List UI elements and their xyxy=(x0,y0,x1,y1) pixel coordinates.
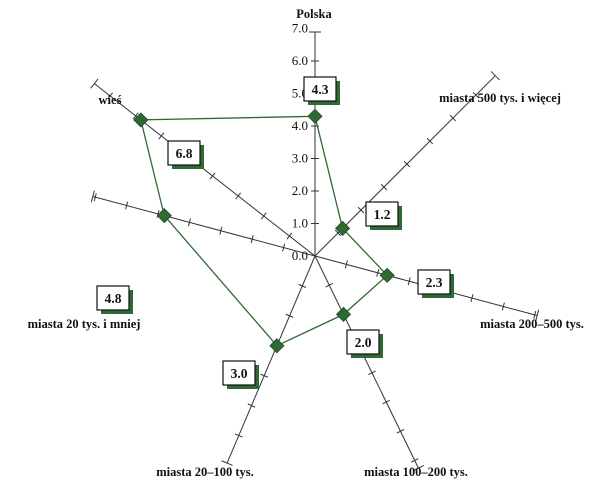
axis-tick xyxy=(234,433,243,438)
axis-tick xyxy=(426,137,434,145)
axis-tick xyxy=(260,373,269,378)
axis-tick xyxy=(449,114,457,122)
value-label-box xyxy=(96,285,130,311)
tick-label: 2.0 xyxy=(292,183,308,198)
data-point-marker xyxy=(269,338,285,354)
axis-tick xyxy=(472,91,480,99)
axis-end-cap xyxy=(221,460,233,466)
axis-tick xyxy=(407,277,411,286)
axis-tick xyxy=(376,268,380,277)
category-label: miasta 20–100 tys. xyxy=(156,465,254,479)
value-label-text: 4.8 xyxy=(105,291,122,306)
axis-tick xyxy=(282,243,286,252)
axis-line xyxy=(226,255,316,464)
axis-tick xyxy=(382,399,391,405)
axis-tick xyxy=(501,302,505,311)
category-label: Polska xyxy=(296,7,332,21)
category-label: miasta 100–200 tys. xyxy=(364,465,468,479)
value-label-text: 1.2 xyxy=(374,207,391,222)
axis-tick xyxy=(368,370,376,376)
axis-tick xyxy=(298,283,307,288)
axis-tick xyxy=(132,112,139,120)
value-label: 4.3 xyxy=(303,76,340,105)
axis-tick xyxy=(470,294,474,303)
axis-tick xyxy=(286,232,293,240)
value-label: 2.3 xyxy=(417,269,454,298)
axis-tick xyxy=(410,458,419,463)
axis-tick xyxy=(158,132,165,140)
axis-line xyxy=(92,195,316,257)
value-label-text: 2.3 xyxy=(426,275,443,290)
tick-label: 7.0 xyxy=(292,21,308,36)
data-point-marker xyxy=(307,108,323,124)
axis-tick xyxy=(125,201,129,210)
value-label-text: 6.8 xyxy=(176,146,193,161)
data-polygon-layer xyxy=(139,115,389,347)
category-label: miasta 200–500 tys. xyxy=(480,317,584,331)
axis-line xyxy=(314,255,419,469)
axis-tick xyxy=(403,160,411,168)
value-label-box xyxy=(346,329,380,355)
axis-end-cap xyxy=(490,71,500,81)
tick-label: 0.0 xyxy=(292,248,308,263)
axis-tick xyxy=(260,212,267,220)
axis-end-cap xyxy=(412,465,425,472)
axis-tick xyxy=(219,226,223,235)
value-label-box xyxy=(222,360,256,386)
value-label-box xyxy=(417,269,451,295)
axis-tick xyxy=(396,429,405,434)
axis-tick xyxy=(380,183,388,191)
tick-labels: 0.01.02.03.04.05.06.07.0 xyxy=(292,21,308,264)
value-labels: 4.3 1.2 2.3 2.0 3.0 4.8 6.8 xyxy=(96,76,454,389)
value-label-text: 3.0 xyxy=(231,366,248,381)
tick-label: 1.0 xyxy=(292,216,308,231)
tick-label: 4.0 xyxy=(292,118,308,133)
value-label: 2.0 xyxy=(346,329,383,358)
axis-ticks xyxy=(93,60,537,463)
axis-tick xyxy=(250,235,254,244)
axis-end-cap xyxy=(535,309,540,322)
tick-label: 6.0 xyxy=(292,53,308,68)
value-label: 4.8 xyxy=(96,285,133,314)
data-point-marker xyxy=(335,306,352,322)
axis-tick xyxy=(357,206,365,214)
category-label: miasta 20 tys. i mniej xyxy=(28,317,141,331)
axis-end-cap xyxy=(90,78,99,89)
value-label-text: 2.0 xyxy=(355,335,372,350)
tick-label: 3.0 xyxy=(292,151,308,166)
axis-tick xyxy=(187,218,191,227)
axis-tick xyxy=(533,310,537,319)
axis-tick xyxy=(325,283,334,288)
axis-tick xyxy=(107,92,113,100)
axis-tick xyxy=(247,403,256,408)
category-label: miasta 500 tys. i więcej xyxy=(439,91,561,105)
data-polygon xyxy=(139,115,389,347)
value-label-box xyxy=(167,140,201,166)
value-label-text: 4.3 xyxy=(312,82,329,97)
value-label-box xyxy=(303,76,337,102)
axis-tick xyxy=(209,172,216,180)
axis-line xyxy=(94,83,316,257)
axis-tick xyxy=(334,229,342,237)
value-label: 6.8 xyxy=(167,140,204,169)
category-labels: Polska miasta 500 tys. i więcej miasta 200… xyxy=(28,7,584,479)
value-label-box xyxy=(365,201,399,227)
data-point-marker xyxy=(379,267,395,283)
axis-tick xyxy=(156,209,160,218)
data-point-marker xyxy=(133,112,149,128)
value-label: 3.0 xyxy=(222,360,259,389)
axis-tick xyxy=(344,260,348,269)
data-markers xyxy=(133,108,395,354)
data-point-marker xyxy=(335,220,351,236)
axis-tick xyxy=(93,193,97,202)
data-point-marker xyxy=(156,208,172,224)
axis-tick xyxy=(285,313,294,318)
axis-tick xyxy=(235,192,242,200)
value-label: 1.2 xyxy=(365,201,402,230)
axis-end-cap xyxy=(90,190,95,203)
category-label: wieś xyxy=(99,93,122,107)
